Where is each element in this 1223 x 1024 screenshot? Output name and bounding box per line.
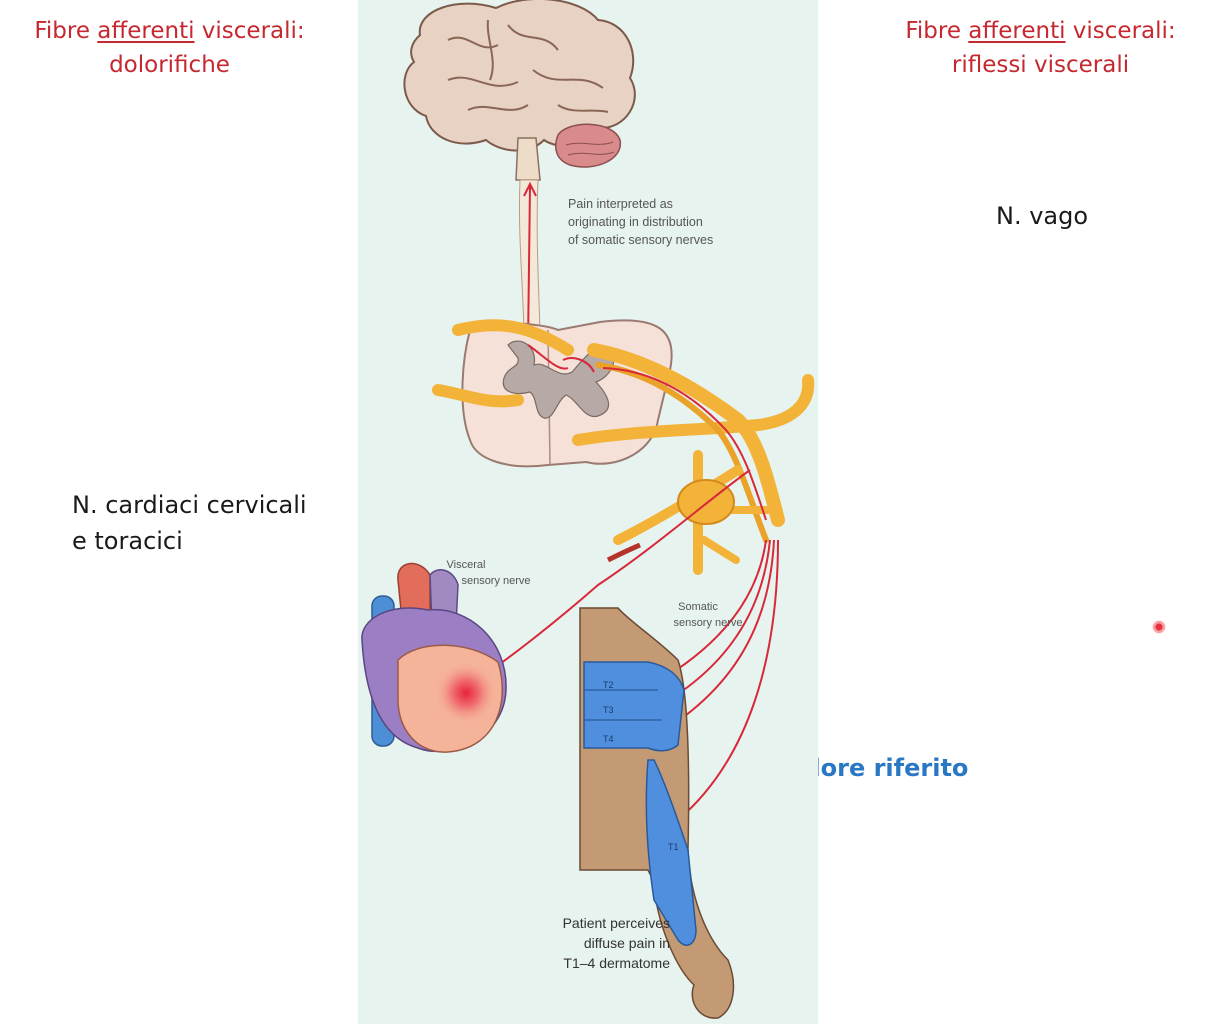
left-heading-line2: dolorifiche bbox=[109, 52, 230, 78]
left-heading-line1: Fibre afferenti viscerali: bbox=[34, 18, 305, 44]
heart-icon bbox=[361, 562, 507, 753]
spinal-nerves bbox=[432, 319, 815, 575]
cursor-pointer-dot bbox=[1152, 620, 1166, 634]
dermatome-t2: T2 bbox=[603, 680, 614, 690]
dermatome-t4: T4 bbox=[603, 734, 614, 744]
dermatome-t3: T3 bbox=[603, 705, 614, 715]
dermatome-t1: T1 bbox=[668, 842, 679, 852]
left-nerve-line2: e toracici bbox=[72, 527, 183, 555]
left-nerve-line1: N. cardiaci cervicali bbox=[72, 491, 307, 519]
right-nerve-label: N. vago bbox=[996, 202, 1089, 230]
right-heading-line2: riflessi viscerali bbox=[951, 52, 1130, 78]
ganglion bbox=[677, 479, 735, 525]
right-heading-line1: Fibre afferenti viscerali: bbox=[905, 18, 1176, 44]
spinal-cord-segment bbox=[461, 319, 673, 468]
torso-arm-figure bbox=[579, 607, 735, 1019]
right-heading: Fibre afferenti viscerali: riflessi visc… bbox=[868, 14, 1213, 82]
left-heading: Fibre afferenti viscerali: dolorifiche bbox=[2, 14, 337, 82]
left-nerve-label: N. cardiaci cervicali e toracici bbox=[72, 487, 307, 559]
